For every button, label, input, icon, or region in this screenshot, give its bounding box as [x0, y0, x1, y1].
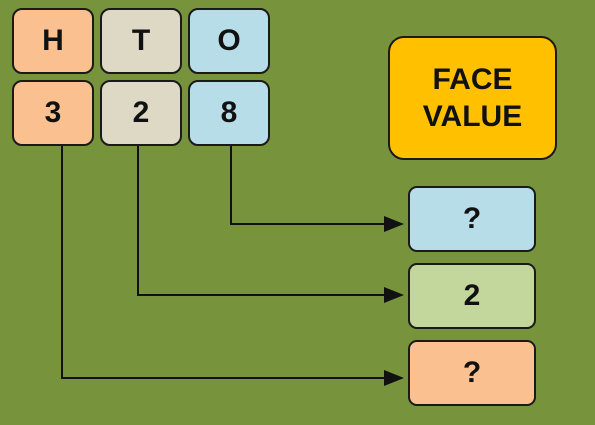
title-line-1: FACE: [432, 62, 513, 96]
answer-hundreds: ?: [408, 340, 536, 406]
title-line-2: VALUE: [422, 100, 523, 133]
header-ones: O: [188, 8, 270, 74]
answer-ones: ?: [408, 186, 536, 252]
digit-hundreds: 3: [12, 80, 94, 146]
header-hundreds: H: [12, 8, 94, 74]
header-tens: T: [100, 8, 182, 74]
face-value-title: FACE VALUE: [388, 36, 557, 160]
arrow-hundreds: [61, 146, 404, 386]
digit-ones: 8: [188, 80, 270, 146]
arrow-ones: [230, 146, 404, 232]
arrow-tens: [137, 146, 404, 303]
digit-tens: 2: [100, 80, 182, 146]
answer-tens: 2: [408, 263, 536, 329]
